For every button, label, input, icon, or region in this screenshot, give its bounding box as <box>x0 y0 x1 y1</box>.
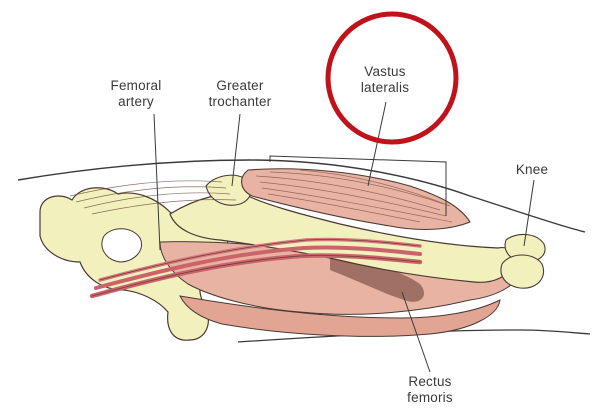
obturator-foramen <box>102 229 142 262</box>
label-rectus-femoris-line1: Rectus <box>400 374 460 390</box>
label-femoral-artery-line2: artery <box>106 94 166 110</box>
label-vastus-lateralis: Vastus lateralis <box>350 64 420 96</box>
label-knee: Knee <box>507 162 557 178</box>
label-femoral-artery: Femoral artery <box>106 78 166 110</box>
label-greater-trochanter: Greater trochanter <box>198 78 282 110</box>
label-rectus-femoris-line2: femoris <box>400 390 460 406</box>
label-vastus-lateralis-line1: Vastus <box>350 64 420 80</box>
label-knee-text: Knee <box>507 162 557 178</box>
label-vastus-lateralis-line2: lateralis <box>350 80 420 96</box>
label-greater-trochanter-line2: trochanter <box>198 94 282 110</box>
label-femoral-artery-line1: Femoral <box>106 78 166 94</box>
label-rectus-femoris: Rectus femoris <box>400 374 460 406</box>
label-greater-trochanter-line1: Greater <box>198 78 282 94</box>
knee-condyle-lower <box>501 255 544 288</box>
